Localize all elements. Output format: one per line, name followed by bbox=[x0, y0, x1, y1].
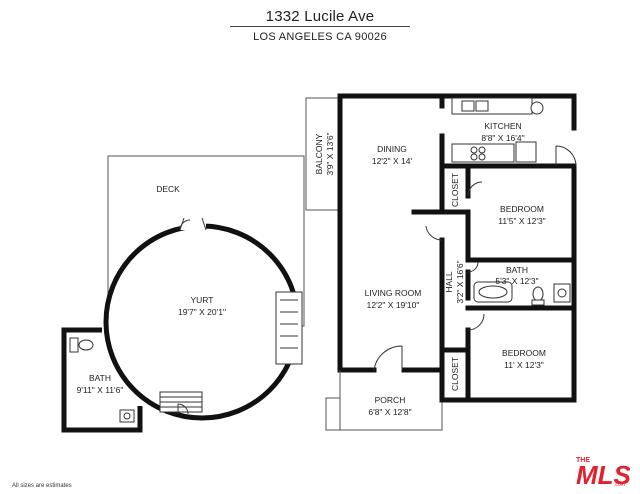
dims-bath-main: 5'3" X 12'3" bbox=[495, 276, 538, 286]
dims-hall: 3'2" X 16'6" bbox=[455, 260, 465, 303]
svg-text:MLS: MLS bbox=[576, 460, 630, 488]
label-yurt: YURT bbox=[191, 295, 214, 305]
dims-bedroom-top: 11'5" X 12'3" bbox=[498, 216, 545, 226]
yurt-stairs-bottom bbox=[159, 391, 203, 413]
dims-living-room: 12'2" X 19'10" bbox=[367, 300, 420, 310]
bath-toilet-icon bbox=[531, 286, 545, 306]
label-bath-yurt: BATH bbox=[89, 373, 111, 383]
dims-kitchen: 8'8" X 16'4" bbox=[481, 133, 524, 143]
property-city: LOS ANGELES CA 90026 bbox=[253, 31, 387, 43]
label-closet-bottom: CLOSET bbox=[450, 357, 460, 391]
house-walls bbox=[337, 93, 577, 403]
property-address: 1332 Lucile Ave bbox=[265, 8, 375, 25]
label-closet-top: CLOSET bbox=[450, 173, 460, 207]
label-kitchen: KITCHEN bbox=[484, 121, 521, 131]
label-deck: DECK bbox=[156, 184, 180, 194]
yurt-door-bottom bbox=[177, 403, 189, 415]
svg-text:.com: .com bbox=[614, 482, 625, 488]
label-bedroom-bottom: BEDROOM bbox=[502, 348, 546, 358]
dims-porch: 6'8" X 12'8" bbox=[368, 407, 411, 417]
label-bedroom-top: BEDROOM bbox=[500, 204, 544, 214]
dims-dining: 12'2" X 14' bbox=[372, 156, 413, 166]
yurt-bath-walls bbox=[61, 327, 143, 433]
svg-text:THE: THE bbox=[576, 457, 590, 464]
yurt-door-top bbox=[179, 217, 207, 231]
label-dining: DINING bbox=[377, 144, 407, 154]
yurt-wall bbox=[103, 223, 301, 421]
kitchen-counters bbox=[451, 97, 544, 163]
kitchen-door bbox=[555, 145, 577, 167]
sink-icon bbox=[119, 409, 135, 423]
porch-step bbox=[325, 397, 341, 431]
toilet-icon bbox=[69, 337, 94, 353]
dims-bedroom-bottom: 11' X 12'3" bbox=[504, 360, 544, 370]
dims-balcony: 3'9" X 13'6" bbox=[325, 132, 335, 175]
estimate-note: All sizes are estimates bbox=[12, 483, 72, 489]
label-bath-main: BATH bbox=[506, 265, 528, 275]
dims-bath-yurt: 9'11" X 11'6" bbox=[77, 385, 124, 395]
dims-yurt: 19'7" X 20'1" bbox=[178, 307, 226, 317]
label-balcony: BALCONY bbox=[314, 133, 324, 174]
label-porch: PORCH bbox=[375, 395, 406, 405]
yurt-stairs-right bbox=[275, 291, 303, 365]
mls-logo: THE MLS .com bbox=[576, 457, 630, 488]
label-living-room: LIVING ROOM bbox=[365, 288, 422, 298]
header-divider bbox=[230, 26, 410, 27]
tub-icon bbox=[473, 281, 513, 303]
label-hall: HALL bbox=[444, 271, 454, 293]
bath-sink-icon bbox=[553, 283, 571, 303]
house-doors bbox=[373, 181, 485, 371]
